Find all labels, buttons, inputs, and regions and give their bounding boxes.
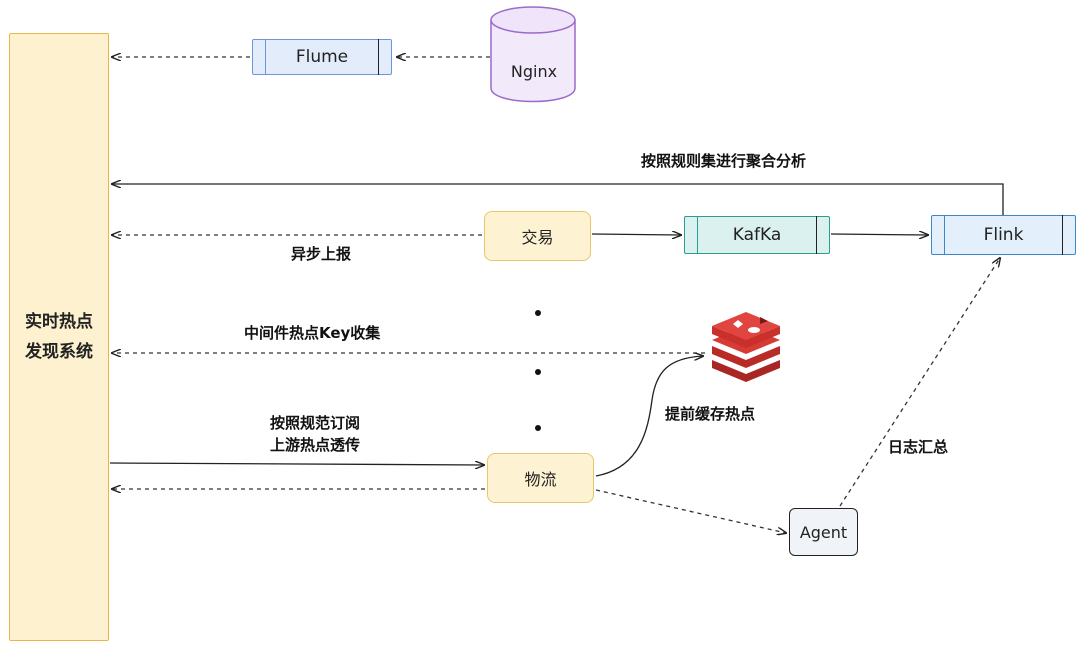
middleware-key-label: 中间件热点Key收集 [244,324,381,342]
ellipsis-dot [535,425,541,431]
cache-hotspot-label: 提前缓存热点 [665,405,756,423]
ellipsis-dot [535,310,541,316]
kafka-node[interactable]: KafKa [684,216,830,254]
flink-node[interactable]: Flink [931,215,1076,255]
subscribe-label-line1: 按照规范订阅 [270,414,361,432]
trade-service-node[interactable]: 交易 [484,211,591,261]
logistics-label: 物流 [524,470,557,489]
edge-agent-flink [839,258,1000,507]
edge-flink-system [112,184,1004,215]
log-summary-label: 日志汇总 [888,438,949,456]
edge-logistics-agent [595,489,786,533]
edge-kafka-flink [830,234,928,235]
flink-label: Flink [983,225,1024,245]
subscribe-label-line2: 上游热点透传 [270,436,361,454]
edge-system-logistics [109,463,484,465]
edge-logistics-redis [595,356,703,477]
flume-node[interactable]: Flume [252,39,392,75]
aggregate-analysis-label: 按照规则集进行聚合分析 [641,152,807,170]
nginx-database-icon [490,6,576,103]
agent-label: Agent [799,522,848,542]
async-report-label: 异步上报 [291,245,352,263]
logistics-service-node[interactable]: 物流 [487,453,594,503]
redis-stack-icon [712,312,780,382]
trade-label: 交易 [521,228,554,247]
system-label-line1: 实时热点 [25,312,93,332]
nginx-label: Nginx [510,62,558,81]
agent-node[interactable]: Agent [789,508,858,556]
kafka-label: KafKa [732,225,782,245]
hotspot-detection-system[interactable]: 实时热点 发现系统 [9,33,109,641]
edge-trade-kafka [591,234,681,235]
ellipsis-dot [535,369,541,375]
flume-label: Flume [295,47,349,67]
system-label-line2: 发现系统 [25,342,93,362]
subscribe-label: 按照规范订阅 上游热点透传 [270,412,360,456]
